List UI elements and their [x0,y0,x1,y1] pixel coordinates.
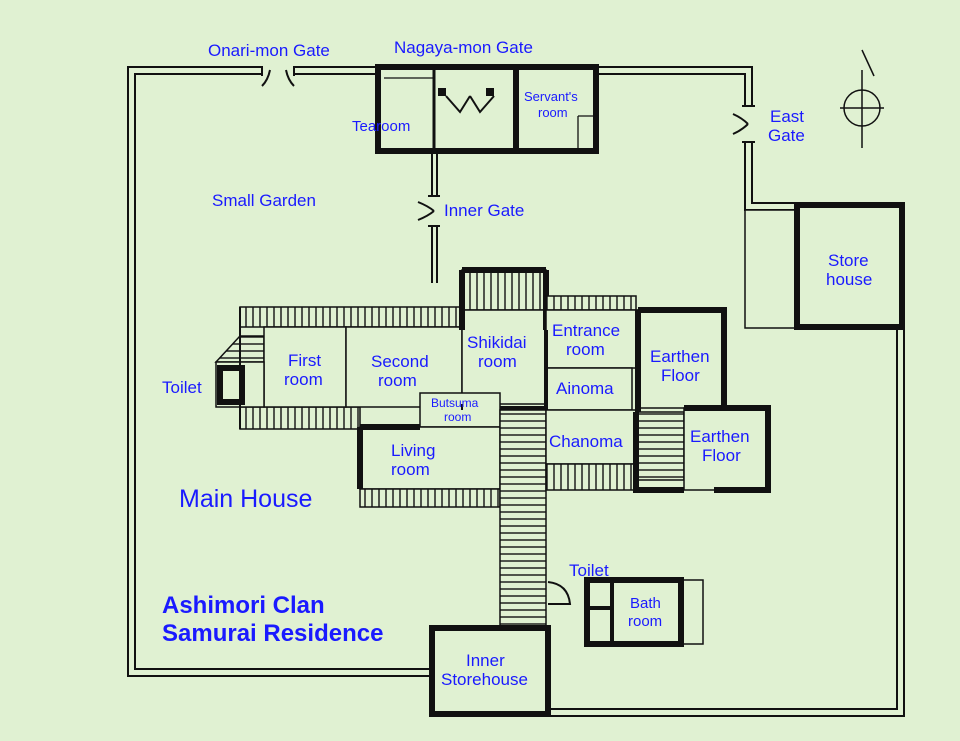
servants-room-label-line1: Servant's [524,89,578,104]
nagaya-gate-building [375,64,599,154]
living-room-label-line2: room [391,460,430,479]
entrance-room-label-line1: Entrance [552,321,620,340]
entrance-room-label-line2: room [566,340,605,359]
onari-gate-symbol [261,66,295,87]
ainoma-label: Ainoma [556,379,614,398]
bath-room-label-line2: room [628,613,662,630]
main-house-label: Main House [179,485,312,513]
small-garden-label: Small Garden [212,191,316,210]
title-line1: Ashimori Clan [162,592,325,619]
title-line2: Samurai Residence [162,620,383,647]
servants-room-label-line2: room [538,105,568,120]
butsuma-room-label-line1: Butsuma [431,396,479,410]
shikidai-room-label-line2: room [478,352,517,371]
inner-storehouse-label-line2: Storehouse [441,670,528,689]
toilet-west-label: Toilet [162,378,202,397]
toilet-south-label: Toilet [569,561,609,580]
earthen-floor-a-label-line1: Earthen [650,347,710,366]
living-room-label-line1: Living [391,441,435,460]
inner-gate-fence [417,151,440,283]
earthen-floor-a-label-line2: Floor [661,366,700,385]
first-room-label-line1: First [288,351,321,370]
store-house-label-line1: Store [828,251,869,270]
inner-gate-label: Inner Gate [444,201,524,220]
compound-wall [127,66,905,717]
east-gate-symbol [732,105,755,143]
second-room-label-line2: room [378,371,417,390]
shikidai-room-label-line1: Shikidai [467,333,527,352]
east-gate-label-line2: Gate [768,126,805,145]
compass-north-icon [840,49,884,148]
main-house-structure [214,267,771,641]
earthen-floor-b-label-line2: Floor [702,446,741,465]
store-house-label-line2: house [826,270,872,289]
nagaya-gate-label: Nagaya-mon Gate [394,38,533,57]
bath-building [584,577,704,647]
tearoom-label: Tearoom [352,118,410,135]
inner-storehouse-building [429,625,551,717]
earthen-floor-b-label-line1: Earthen [690,427,750,446]
chanoma-label: Chanoma [549,432,623,451]
butsuma-room-label-line2: room [444,410,471,424]
inner-storehouse-label-line1: Inner [466,651,505,670]
store-house-building [744,202,905,330]
second-room-label-line1: Second [371,352,429,371]
east-gate-label-line1: East [770,107,804,126]
onari-gate-label: Onari-mon Gate [208,41,330,60]
first-room-label-line2: room [284,370,323,389]
bath-room-label-line1: Bath [630,595,661,612]
